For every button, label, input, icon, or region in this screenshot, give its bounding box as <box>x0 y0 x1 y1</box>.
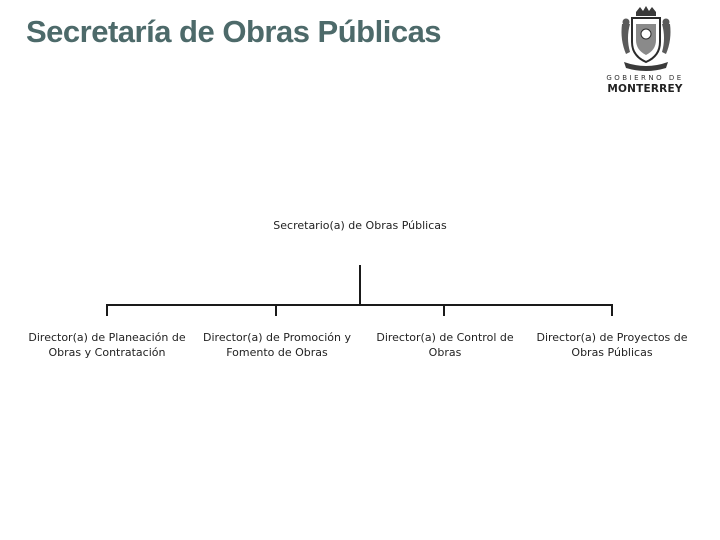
monterrey-coat-of-arms-icon <box>621 6 671 71</box>
node-director-planeacion: Director(a) de Planeación de Obras y Con… <box>28 330 186 360</box>
node-label-line1: Director(a) de Proyectos de <box>536 331 688 344</box>
monterrey-logo: GOBIERNO DE MONTERREY <box>604 6 686 95</box>
node-secretario: Secretario(a) de Obras Públicas <box>273 219 447 232</box>
node-label-line2: Obras <box>428 346 462 359</box>
node-label-line2: Obras Públicas <box>571 346 653 359</box>
node-director-proyectos: Director(a) de Proyectos de Obras Públic… <box>534 330 690 360</box>
logo-main-text: MONTERREY <box>607 83 683 95</box>
node-director-promocion: Director(a) de Promoción y Fomento de Ob… <box>200 330 354 360</box>
node-label-line2: Fomento de Obras <box>226 346 328 359</box>
node-label-line2: Obras y Contratación <box>48 346 166 359</box>
node-label-line1: Director(a) de Planeación de <box>28 331 186 344</box>
node-director-control: Director(a) de Control de Obras <box>372 330 518 360</box>
node-label-line1: Director(a) de Promoción y <box>203 331 351 344</box>
node-label-line1: Director(a) de Control de <box>376 331 514 344</box>
page-title: Secretaría de Obras Públicas <box>26 14 442 49</box>
logo-top-text: GOBIERNO DE <box>606 74 684 82</box>
